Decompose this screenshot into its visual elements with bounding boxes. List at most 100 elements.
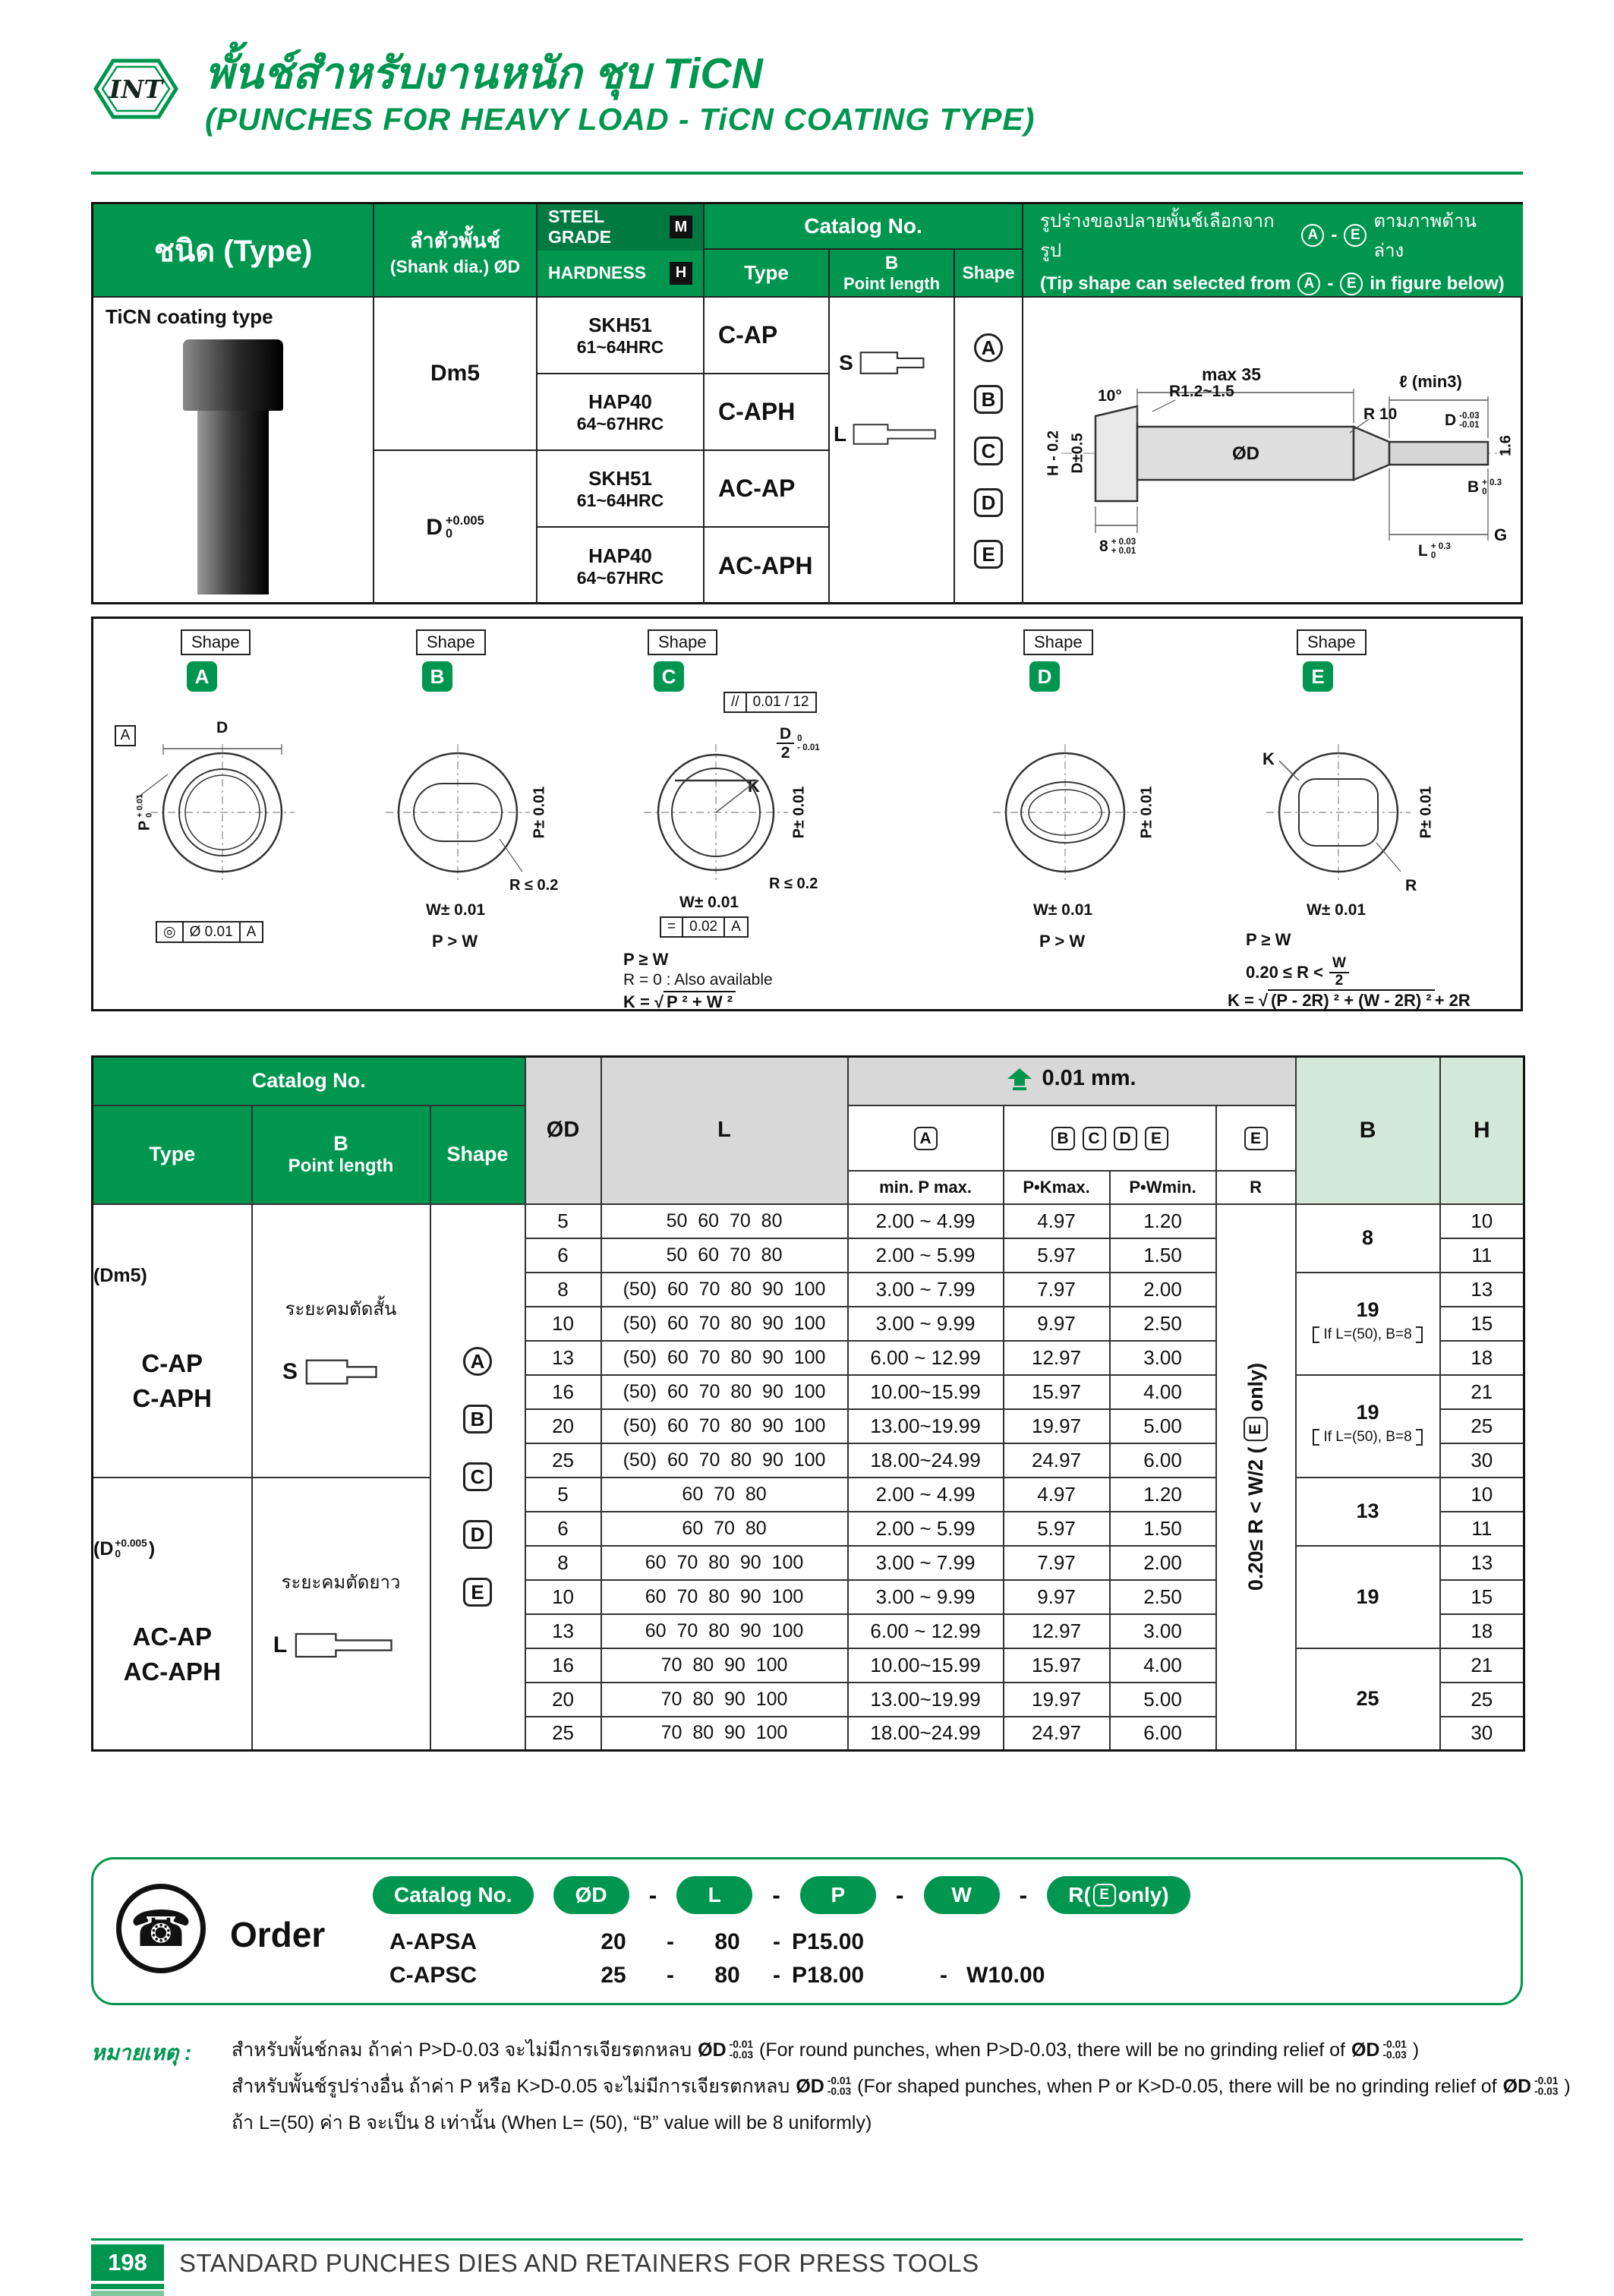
dim-r1215: R1.2~1.5 xyxy=(1169,383,1234,400)
dim-w: W± 0.01 xyxy=(679,894,739,911)
type-cell: AC-AP xyxy=(705,451,830,528)
tip-badge-a: A xyxy=(1301,223,1325,247)
k-formula: K = √P ² + W ² xyxy=(623,991,736,1012)
relation-note: P ≥ W xyxy=(1246,930,1291,949)
shape-badge-d: D xyxy=(974,488,1003,517)
dim-w: W± 0.01 xyxy=(426,901,486,919)
spec-header-shank: ลำตัวพั้นช์ (Shank dia.) ØD xyxy=(374,204,537,298)
spec-header-type-col: Type xyxy=(705,250,830,298)
dim-h02: H - 0.2 xyxy=(1045,430,1062,477)
dim-k: K xyxy=(1263,749,1275,768)
point-length-group-s: ระยะคมตัดสั้น S xyxy=(251,1203,431,1478)
datum-a-box: A xyxy=(115,725,136,746)
shape-badge-b: B xyxy=(463,1405,493,1434)
sub-header-r: R xyxy=(1215,1169,1297,1205)
sub-header-p-wmin: P•Wmin. xyxy=(1108,1169,1217,1205)
notes-label: หมายเหตุ : xyxy=(91,2041,192,2064)
od-column-header: ØD xyxy=(524,1055,602,1205)
page-title-thai: พั้นช์สำหรับงานหนัก ชุบ TiCN xyxy=(205,49,763,98)
shape-badge-a: A xyxy=(974,333,1003,362)
shape-badge-c: C xyxy=(974,437,1003,465)
shape-a-drawing xyxy=(135,744,295,881)
long-tip-icon xyxy=(295,1632,392,1657)
badge-a-header: A xyxy=(846,1104,1004,1172)
badge-e-header: E xyxy=(1215,1104,1297,1172)
hardness-label: HARDNESS xyxy=(548,263,647,283)
shape-diagram-d: Shape D P± 0.01 W± 0.01 P > W xyxy=(951,619,1179,1014)
dim-16: 1.6 xyxy=(1497,435,1515,456)
b-group-cell: 19 xyxy=(1294,1544,1441,1649)
tip-thai-text: รูปร่างของปลายพั้นช์เลือกจากรูป xyxy=(1040,210,1275,261)
dim-r: R ≤ 0.2 xyxy=(769,875,818,892)
type-header: Type xyxy=(91,1104,253,1205)
type-cell: AC-APH xyxy=(705,528,830,604)
shape-badges-cell: A B C D E xyxy=(429,1203,526,1752)
shape-badge-e: E xyxy=(463,1578,493,1607)
dim-r: R ≤ 0.2 xyxy=(509,877,559,894)
spec-header-type: ชนิด (Type) xyxy=(93,204,374,298)
spec-table: ชนิด (Type) ลำตัวพั้นช์ (Shank dia.) ØD … xyxy=(91,202,1523,604)
header-rule xyxy=(91,172,1523,175)
dim-r10: R 10 xyxy=(1363,405,1398,423)
punch-photo xyxy=(183,339,283,594)
shape-badge-d: D xyxy=(463,1520,493,1550)
relation-note: P > W xyxy=(1039,932,1086,951)
s-point-drawing: S xyxy=(839,348,944,378)
dim-od: ØD xyxy=(1232,443,1259,464)
phone-icon: ☎ xyxy=(116,1884,206,1973)
tip-eng-text: (Tip shape can selected from xyxy=(1040,273,1291,294)
shape-header: Shape xyxy=(429,1104,526,1205)
spec-dm5-cell: Dm5 xyxy=(374,298,537,451)
order-example-row: C-APSC 25 - 80 - P18.00 - W10.00 xyxy=(389,1963,1045,1988)
shape-badge-e: E xyxy=(974,540,1003,569)
shape-c-drawing xyxy=(644,744,788,881)
shape-badge-a: A xyxy=(463,1347,493,1377)
shape-b-drawing xyxy=(386,744,530,881)
dim-g: G xyxy=(1494,525,1508,544)
note-line-2: สำหรับพั้นช์รูปร่างอื่น ถ้าค่า P หรือ K>… xyxy=(232,2074,1571,2097)
long-tip-icon xyxy=(853,424,936,445)
shape-badge-c: C xyxy=(463,1462,493,1492)
tip-badge-e: E xyxy=(1344,223,1367,247)
b-group-cell: 13 xyxy=(1294,1476,1441,1547)
l-point-drawing: L xyxy=(834,419,950,449)
shape-diagram-e: Shape E K P± 0.01 R W± 0.01 P ≥ W 0.20 ≤… xyxy=(1209,619,1513,1014)
dim-d-tol: D-0.03-0.01 xyxy=(1445,412,1480,430)
steel-grade-m-badge: M xyxy=(670,216,692,239)
short-tip-icon xyxy=(859,352,925,374)
pill-l: L xyxy=(676,1876,753,1914)
tolerance-header: 0.01 mm. xyxy=(846,1055,1297,1106)
b-column-header: B xyxy=(1294,1055,1441,1205)
shape-diagram-b: Shape B P± 0.01 R ≤ 0.2 W± 0.01 P > W xyxy=(344,619,572,1014)
also-available-note: R = 0 : Also available xyxy=(623,971,773,989)
dim-r: R xyxy=(1405,877,1417,894)
point-length-group-l: ระยะคมตัดยาว L xyxy=(251,1476,431,1752)
dim-p: P± 0.01 xyxy=(531,786,548,839)
pill-w: W xyxy=(923,1876,1000,1914)
l-column-header: L xyxy=(600,1055,849,1205)
dim-p: P± 0.01 xyxy=(1138,786,1155,839)
parallelism-fcf: //0.01 / 12 xyxy=(723,692,817,713)
footer-title: STANDARD PUNCHES DIES AND RETAINERS FOR … xyxy=(179,2249,979,2277)
sub-header-p-kmax: P•Kmax. xyxy=(1002,1169,1111,1205)
k-formula: K = √(P - 2R) ² + (W - 2R) ²+ 2R xyxy=(1228,989,1471,1010)
